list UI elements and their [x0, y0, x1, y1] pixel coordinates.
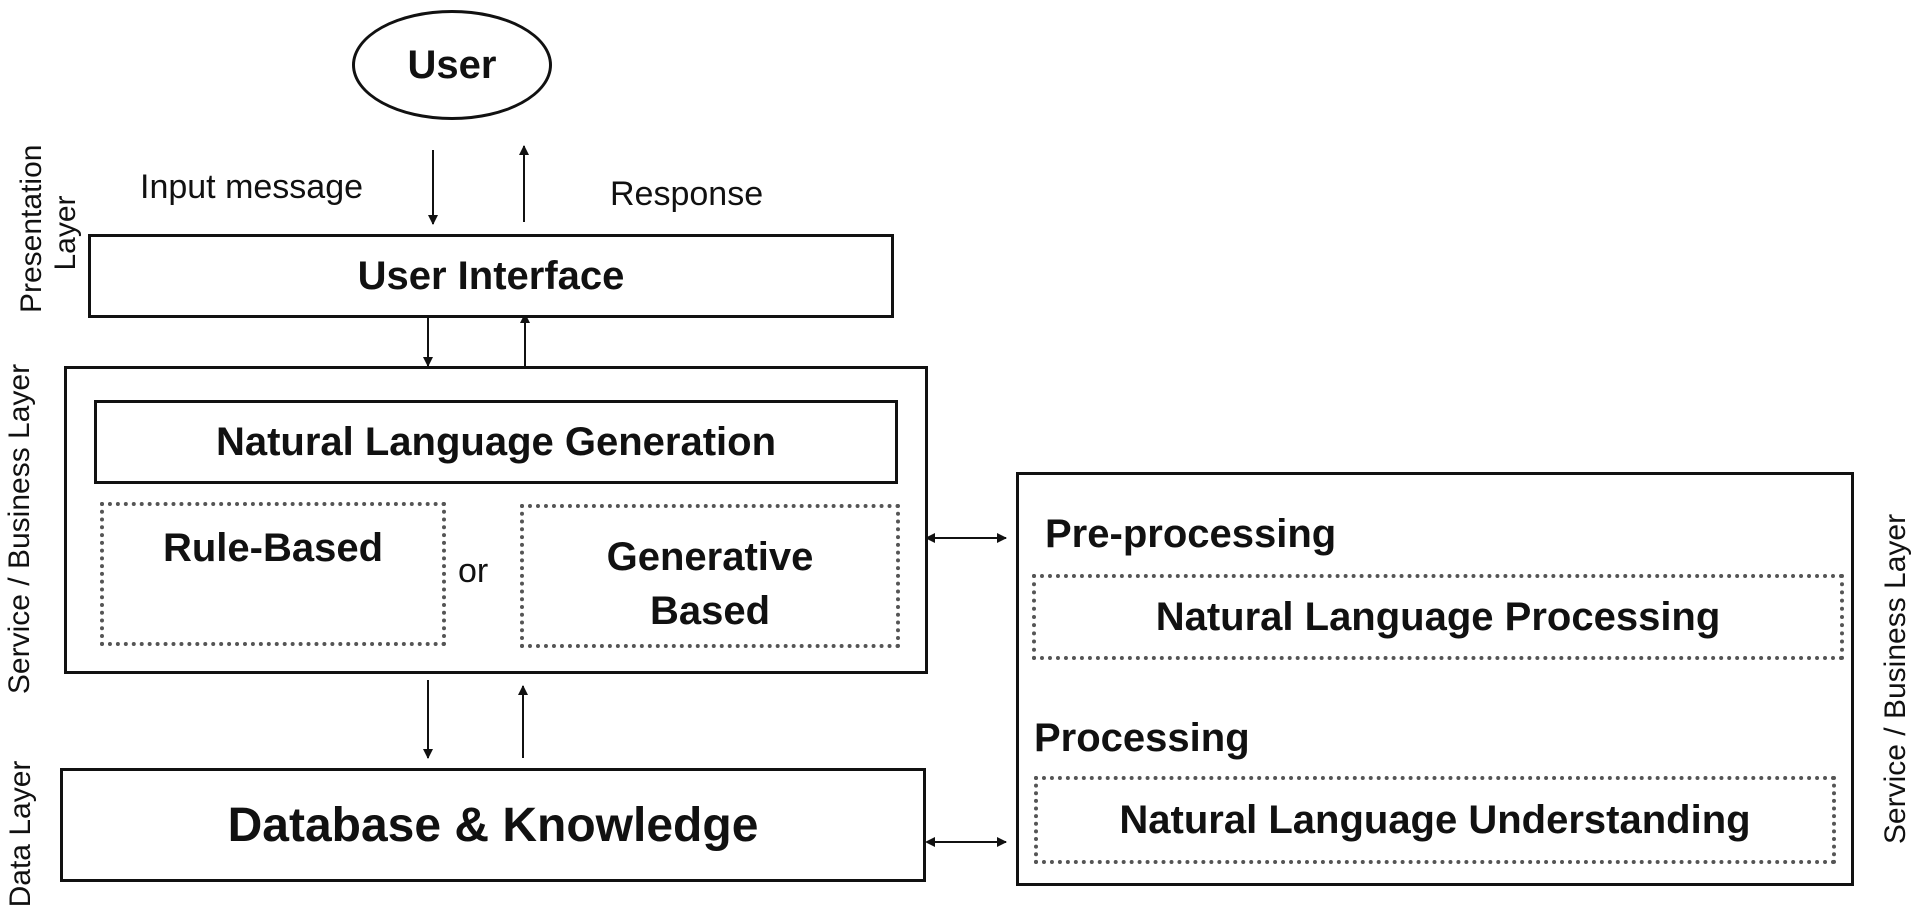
user-interface-box: User Interface [88, 234, 894, 318]
user-interface-label: User Interface [357, 253, 625, 298]
database-knowledge-box: Database & Knowledge [60, 768, 926, 882]
nlg-box: Natural Language Generation [94, 400, 898, 484]
presentation-layer-label-line2: Layer [49, 195, 82, 271]
service-business-layer-label-right: Service / Business Layer [1879, 513, 1912, 845]
nlp-label: Natural Language Processing [1155, 594, 1721, 639]
nlp-box: Natural Language Processing [1032, 574, 1844, 660]
user-node: User [352, 10, 552, 120]
data-layer-label: Data Layer [4, 760, 37, 908]
generative-label-line1: Generative [606, 535, 814, 579]
nlu-box: Natural Language Understanding [1034, 776, 1836, 864]
rule-based-box: Rule-Based [100, 502, 446, 646]
presentation-layer-label-line1: Presentation [15, 144, 48, 313]
processing-label: Processing [1034, 716, 1250, 760]
response-label: Response [610, 175, 764, 213]
generative-label-line2: Based [649, 589, 771, 633]
presentation-layer-label: Presentation Layer [15, 144, 85, 313]
rule-based-label: Rule-Based [162, 526, 384, 570]
user-label: User [407, 42, 497, 87]
service-business-layer-label-left: Service / Business Layer [3, 363, 36, 695]
nlu-label: Natural Language Understanding [1119, 797, 1751, 842]
nlg-label: Natural Language Generation [215, 419, 777, 464]
or-label: or [458, 552, 489, 590]
input-message-label: Input message [140, 168, 364, 206]
generative-based-box: Generative Based [520, 504, 900, 648]
preprocessing-label: Pre-processing [1045, 512, 1337, 556]
database-knowledge-label: Database & Knowledge [227, 798, 759, 852]
